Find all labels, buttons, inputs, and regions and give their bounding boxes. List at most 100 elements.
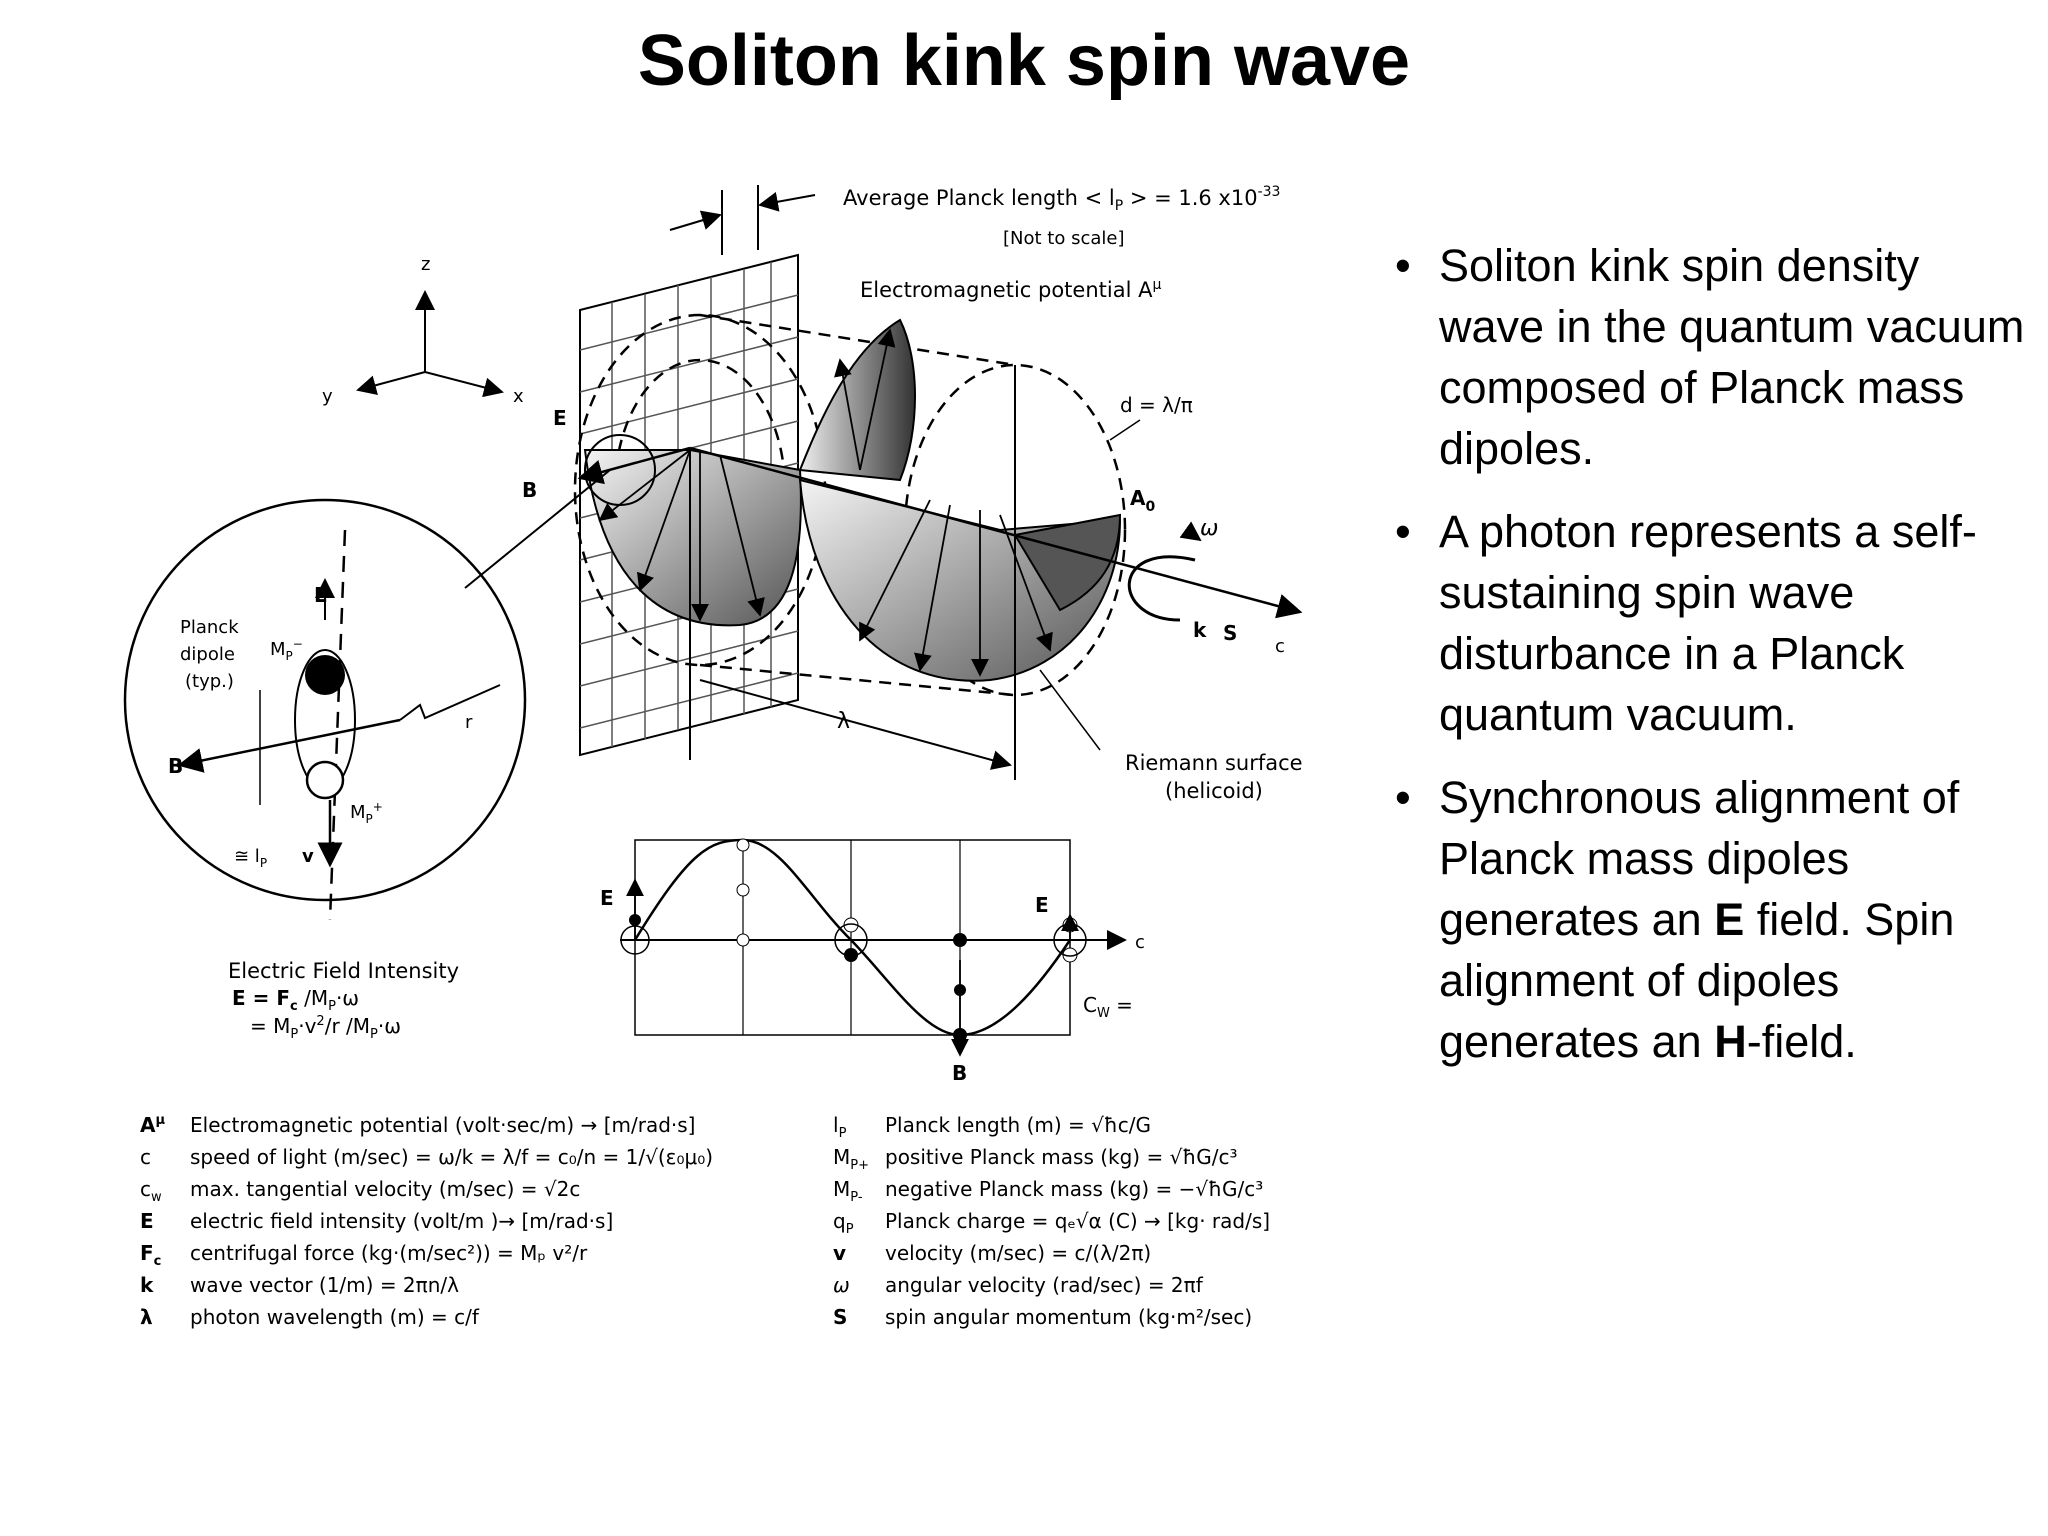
legend-left: Aμ Electromagnetic potential (volt·sec/m…	[140, 1113, 713, 1329]
cw-label: CW =	[1083, 993, 1133, 1021]
legend-left-sym-0: Aμ	[140, 1113, 165, 1137]
em-potential-label: Electromagnetic potential Aμ	[860, 277, 1161, 302]
c-label-top: c	[1275, 636, 1285, 657]
legend-left-sym-1: c	[140, 1145, 151, 1169]
legend-right-sym-4: v	[833, 1241, 846, 1265]
v-label: v	[302, 846, 314, 867]
legend-left-text-2: max. tangential velocity (m/sec) = √2c	[190, 1177, 580, 1201]
E-label-sine-right: E	[1035, 893, 1049, 917]
y-axis-line	[356, 371, 426, 395]
soliton-diagram: z y x Average Planck length < lP > = 1.6…	[123, 184, 1303, 1329]
bullet-text-3b: field. Spin alignment of dipoles generat…	[1439, 894, 1955, 1067]
bullet-dot: •	[1395, 772, 1411, 823]
efi-line-2: = MP·v2/r /MP·ω	[250, 1014, 401, 1042]
efi-line-1: E = Fc /MP·ω	[232, 986, 359, 1014]
axis-y-label: y	[322, 386, 333, 407]
sine-panel-border	[634, 839, 1071, 1036]
planck-label-2: dipole	[180, 644, 235, 665]
planck-label-3: (typ.)	[185, 671, 234, 692]
omega-label: ω	[1200, 516, 1218, 541]
d-label: d = λ/π	[1120, 393, 1193, 417]
legend-left-sym-5: k	[140, 1273, 154, 1297]
legend-right-text-1: positive Planck mass (kg) = √ħG/c³	[885, 1145, 1237, 1169]
efi-title: Electric Field Intensity	[228, 959, 459, 983]
E-label-top: E	[553, 406, 567, 430]
omega-rotation-arrow	[1127, 555, 1196, 622]
not-to-scale-label: [Not to scale]	[1003, 228, 1124, 249]
legend-left-text-5: wave vector (1/m) = 2πn/λ	[190, 1273, 459, 1297]
d-leader	[1109, 419, 1141, 441]
negative-mass-dot	[305, 655, 345, 695]
axis-x-label: x	[513, 386, 524, 407]
B-label-top: B	[522, 478, 537, 502]
sine-wave-panel	[620, 838, 1127, 1057]
helicoid-surface	[583, 318, 1122, 682]
propagation-axis	[689, 446, 1303, 619]
bullet-item-1: • Soliton kink spin density wave in the …	[1395, 235, 2035, 479]
B-arrow-magnifier	[177, 718, 401, 773]
legend-left-text-3: electric field intensity (volt/m )→ [m/r…	[190, 1209, 613, 1233]
planck-length-marker	[669, 185, 816, 255]
bullet-item-3: • Synchronous alignment of Planck mass d…	[1395, 767, 2035, 1072]
slide-title: Soliton kink spin wave	[637, 21, 1411, 101]
legend-right-sym-0: lP	[833, 1113, 847, 1141]
bullet-list: • Soliton kink spin density wave in the …	[1395, 235, 2035, 1094]
positive-mass-dot	[305, 760, 345, 800]
E-label-magnifier: E	[314, 583, 328, 607]
legend-left-text-6: photon wavelength (m) = c/f	[190, 1305, 480, 1329]
planck-label-1: Planck	[180, 617, 239, 638]
sine-curve	[633, 838, 1072, 1037]
x-axis-line	[424, 371, 504, 398]
B-vector	[577, 446, 691, 485]
bullet-text-3-H: H	[1714, 1016, 1747, 1067]
legend-left-sym-2: cw	[140, 1177, 162, 1205]
A0-label: A0	[1130, 486, 1155, 515]
bullet-text-3a: Synchronous alignment of Planck mass dip…	[1439, 772, 1960, 945]
legend-right-sym-6: S	[833, 1305, 847, 1329]
r-line	[399, 684, 501, 721]
bullet-text-2: A photon represents a self-sustaining sp…	[1439, 506, 1977, 740]
legend-left-text-1: speed of light (m/sec) = ω/k = λ/f = c₀/…	[190, 1145, 713, 1169]
legend-right-text-0: Planck length (m) = √ħc/G	[885, 1113, 1151, 1137]
Mp-minus-label: MP−	[270, 637, 303, 663]
bullet-dot: •	[1395, 506, 1411, 557]
legend-left-sym-3: E	[140, 1209, 154, 1233]
helicoid-vectors	[598, 328, 1053, 677]
legend-left-text-4: centrifugal force (kg·(m/sec²)) = Mₚ v²/…	[190, 1241, 588, 1265]
axis-z-label: z	[421, 254, 430, 275]
B-label-magnifier: B	[168, 754, 183, 778]
legend-right-text-3: Planck charge = qₑ√α (C) → [kg· rad/s]	[885, 1209, 1270, 1233]
magnifier-leader	[464, 469, 611, 589]
E-label-sine-left: E	[600, 886, 614, 910]
legend-right: lP Planck length (m) = √ħc/G MP+ positiv…	[833, 1113, 1270, 1329]
B-label-sine: B	[952, 1061, 967, 1085]
omega-arrowhead	[1179, 521, 1202, 542]
bullet-item-2: • A photon represents a self-sustaining …	[1395, 501, 2035, 745]
legend-right-sym-1: MP+	[833, 1145, 869, 1173]
planck-dipole-circle	[584, 434, 656, 506]
S-label: S	[1223, 621, 1237, 645]
axis-triad	[356, 290, 504, 398]
k-label: k	[1193, 618, 1207, 642]
bullet-text-3c: -field.	[1746, 1016, 1857, 1067]
lambda-arrow	[699, 679, 1012, 770]
riemann-label-2: (helicoid)	[1165, 779, 1263, 803]
legend-left-text-0: Electromagnetic potential (volt·sec/m) →…	[190, 1113, 695, 1137]
legend-right-text-5: angular velocity (rad/sec) = 2πf	[885, 1273, 1204, 1297]
legend-right-text-2: negative Planck mass (kg) = −√ħG/c³	[885, 1177, 1263, 1201]
r-label: r	[465, 712, 473, 733]
legend-right-text-4: velocity (m/sec) = c/(λ/2π)	[885, 1241, 1151, 1265]
lambda-label: λ	[837, 709, 850, 734]
lp-label: ≅ lP	[234, 846, 267, 870]
bullet-text-3-E: E	[1714, 894, 1745, 945]
riemann-label-1: Riemann surface	[1125, 751, 1303, 775]
bullet-dot: •	[1395, 240, 1411, 291]
legend-right-text-6: spin angular momentum (kg·m²/sec)	[885, 1305, 1252, 1329]
bullet-text-1: Soliton kink spin density wave in the qu…	[1439, 240, 2025, 474]
magnifier-circle	[123, 498, 527, 902]
legend-right-sym-3: qP	[833, 1209, 854, 1237]
c-label-sine: c	[1135, 932, 1145, 953]
legend-left-sym-6: λ	[140, 1305, 153, 1329]
legend-left-sym-4: Fc	[140, 1241, 161, 1269]
riemann-leader	[1039, 669, 1101, 751]
